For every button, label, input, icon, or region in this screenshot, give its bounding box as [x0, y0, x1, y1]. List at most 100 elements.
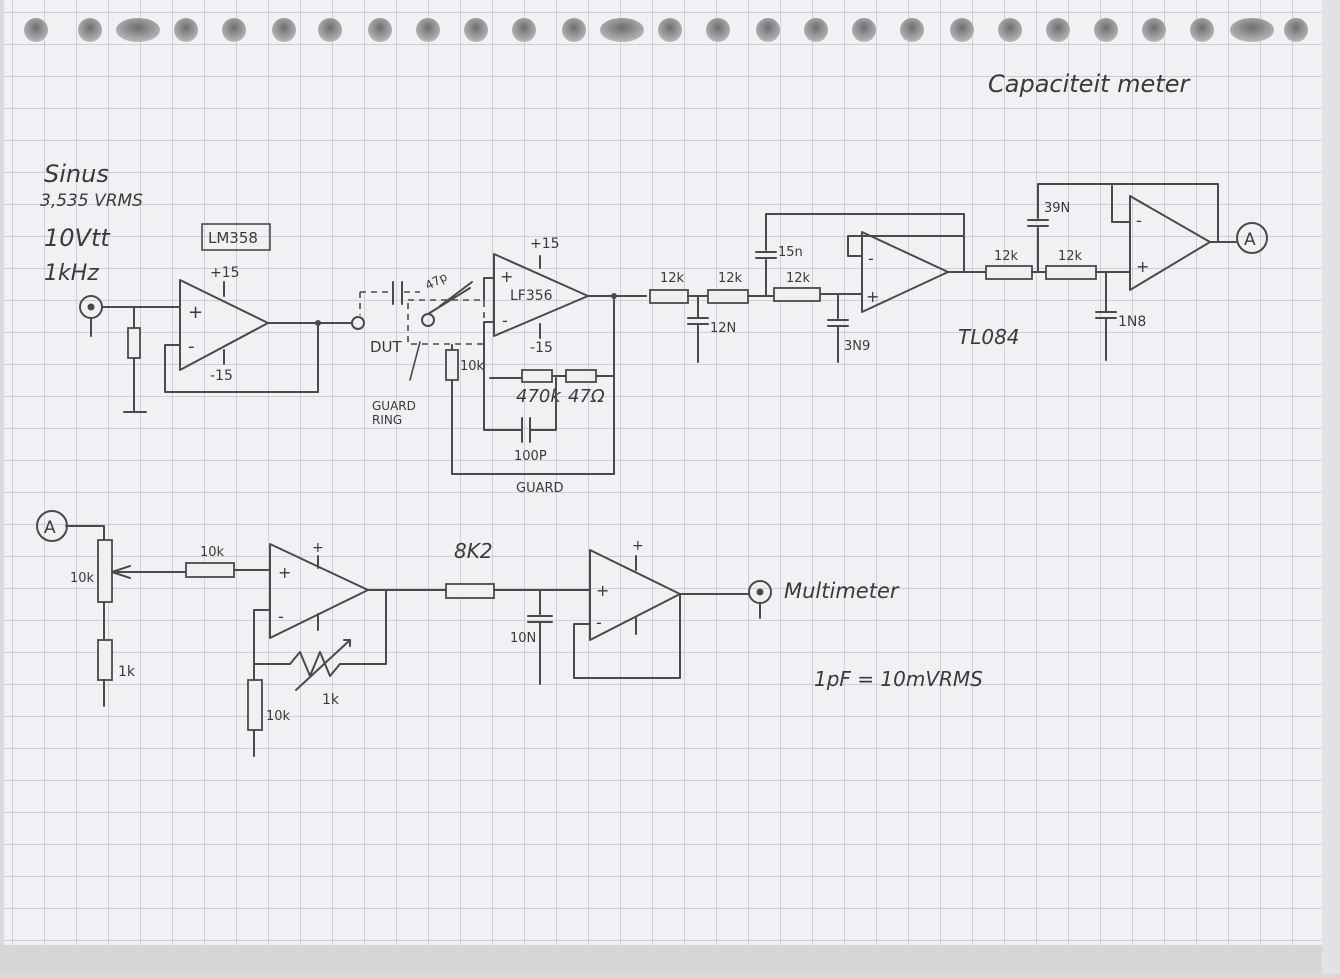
grid [4, 0, 1322, 945]
r-47-label: 47Ω [568, 386, 605, 407]
r3-label: 12k [786, 271, 811, 286]
spiral-hole [852, 18, 876, 42]
spiral-hole [272, 18, 296, 42]
spiral-hole [804, 18, 828, 42]
feedback-resistor-47 [565, 369, 597, 383]
opamp-2-minus: - [502, 311, 508, 330]
r5-label: 12k [1058, 249, 1083, 264]
node-a-out-label: A [1244, 230, 1256, 250]
spiral-hole [756, 18, 780, 42]
scale-note: 1pF = 10mVRMS [814, 667, 983, 691]
spiral-hole [512, 18, 536, 42]
opamp-5-minus: - [278, 607, 284, 626]
filter-resistor-4 [985, 265, 1033, 280]
spiral-hole [1284, 18, 1308, 42]
spiral-hole [116, 18, 160, 42]
ic-label-box-lm358 [201, 223, 271, 251]
r1-label: 12k [660, 271, 685, 286]
spiral-hole [1094, 18, 1118, 42]
page-title: Capaciteit meter [988, 70, 1191, 98]
spiral-hole [1046, 18, 1070, 42]
r4-label: 12k [994, 249, 1019, 264]
opamp-1-vneg: -15 [210, 368, 233, 384]
ic-label-lf356: LF356 [510, 288, 553, 304]
c-100p-label: 100P [514, 449, 547, 464]
ic-label-tl084: TL084 [958, 325, 1020, 349]
opamp-6-plus: + [596, 581, 609, 600]
page-shadow-right [1322, 0, 1340, 974]
resistor-1k [97, 639, 113, 681]
r-8k2-label: 8K2 [454, 539, 493, 563]
spiral-hole [600, 18, 644, 42]
c-1n8-label: 1N8 [1118, 314, 1146, 330]
guard-label: GUARD [516, 481, 564, 496]
pot-1k-label: 1k [322, 692, 340, 708]
opamp-5-vpos-mark: + [312, 540, 324, 556]
c-15n-label: 15n [778, 245, 803, 260]
opamp-4-minus: - [1136, 211, 1142, 230]
pot-1k-feedback [289, 639, 351, 691]
filter-resistor-3 [773, 287, 821, 302]
node-a-in-label: A [44, 518, 56, 538]
spiral-hole [1190, 18, 1214, 42]
opamp-2-triangle [493, 253, 589, 337]
r-gain-label: 10k [266, 709, 291, 724]
spiral-hole [950, 18, 974, 42]
r-10k-in-label: 10k [200, 545, 225, 560]
output-connector [748, 580, 772, 619]
feedback-resistor-470k [521, 369, 553, 383]
resistor-8k2 [445, 583, 495, 599]
spiral-hole [416, 18, 440, 42]
opamp-1-minus: - [188, 336, 195, 357]
opamp-1-plus: + [188, 302, 203, 323]
source-freq: 1kHz [44, 261, 99, 286]
opamp-3-minus: - [868, 249, 874, 268]
spiral-hole [658, 18, 682, 42]
r2-label: 12k [718, 271, 743, 286]
opamp-2-vpos: +15 [530, 236, 560, 252]
opamp-6-minus: - [596, 613, 602, 632]
spiral-hole [464, 18, 488, 42]
guard-ring-label-2: RING [372, 413, 402, 427]
spiral-hole [706, 18, 730, 42]
source-waveform: Sinus [44, 160, 109, 188]
resistor-10k-series [185, 562, 235, 578]
c-39n-label: 39N [1044, 201, 1070, 216]
filter-resistor-2 [707, 289, 749, 304]
resistor-10k-gain [247, 679, 263, 731]
dut-label: DUT [370, 338, 403, 356]
ic-label-lm358: LM358 [208, 229, 258, 247]
spiral-hole [1230, 18, 1274, 42]
spiral-hole [78, 18, 102, 42]
opamp-4-triangle [1129, 195, 1211, 291]
spiral-hole [900, 18, 924, 42]
spiral-hole [174, 18, 198, 42]
pot-10k-label: 10k [70, 571, 95, 586]
opamp-6-triangle [589, 549, 681, 641]
c-10n-label: 10N [510, 631, 536, 646]
spiral-hole [318, 18, 342, 42]
c-12n-label: 12N [710, 321, 736, 336]
opamp-3-plus: + [866, 287, 879, 306]
spiral-hole [562, 18, 586, 42]
page-shadow-bottom [0, 945, 1340, 974]
opamp-2-plus: + [500, 267, 513, 286]
spiral-hole [222, 18, 246, 42]
multimeter-label: Multimeter [784, 579, 900, 603]
filter-resistor-5 [1045, 265, 1097, 280]
source-pp: 10Vtt [44, 224, 111, 252]
c-3n9-label: 3N9 [844, 339, 870, 354]
opamp-1-vpos: +15 [210, 265, 240, 281]
opamp-1-triangle [179, 279, 269, 371]
opamp-6-vpos-mark: + [632, 538, 644, 554]
filter-resistor-1 [649, 289, 689, 304]
spiral-hole [24, 18, 48, 42]
opamp-5-plus: + [278, 563, 291, 582]
r-470k-label: 470k [516, 386, 562, 407]
input-resistor [127, 327, 141, 359]
opamp-2-vneg: -15 [530, 340, 553, 356]
source-rms: 3,535 VRMS [40, 191, 143, 211]
guard-resistor-label: 10k [460, 359, 485, 374]
